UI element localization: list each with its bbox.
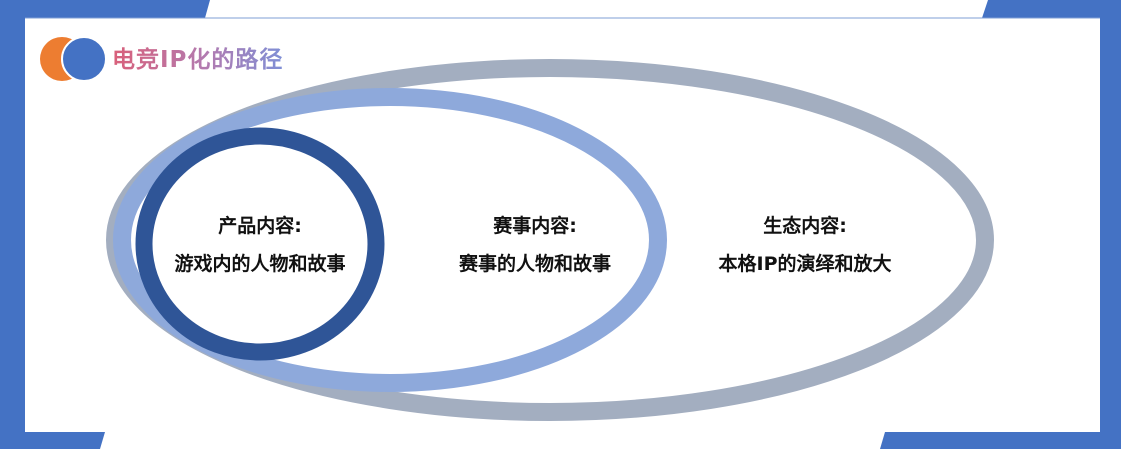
- event-content-description: 赛事的人物和故事: [458, 253, 611, 275]
- ecosystem-content-label: 生态内容: 本格IP的演绎和放大: [695, 207, 915, 283]
- frame-top-left-bar: [0, 0, 210, 18]
- frame-bottom-right-bar: [880, 432, 1121, 449]
- logo-icon: [40, 36, 107, 82]
- event-content-label: 赛事内容: 赛事的人物和故事: [425, 207, 645, 283]
- frame-right-border: [1100, 0, 1121, 449]
- product-content-label: 产品内容: 游戏内的人物和故事: [150, 207, 370, 283]
- frame-bottom-left-bar: [0, 432, 105, 449]
- product-ring: [135, 127, 385, 361]
- product-content-heading: 产品内容:: [218, 215, 302, 237]
- frame-left-border: [0, 0, 25, 449]
- ecosystem-content-heading: 生态内容:: [763, 215, 847, 237]
- event-content-heading: 赛事内容:: [493, 215, 577, 237]
- product-content-description: 游戏内的人物和故事: [174, 253, 346, 275]
- page-title: 电竞IP化的路径: [112, 40, 283, 74]
- ecosystem-content-description: 本格IP的演绎和放大: [718, 253, 892, 275]
- frame-top-right-bar: [982, 0, 1121, 18]
- event-ring: [113, 88, 667, 392]
